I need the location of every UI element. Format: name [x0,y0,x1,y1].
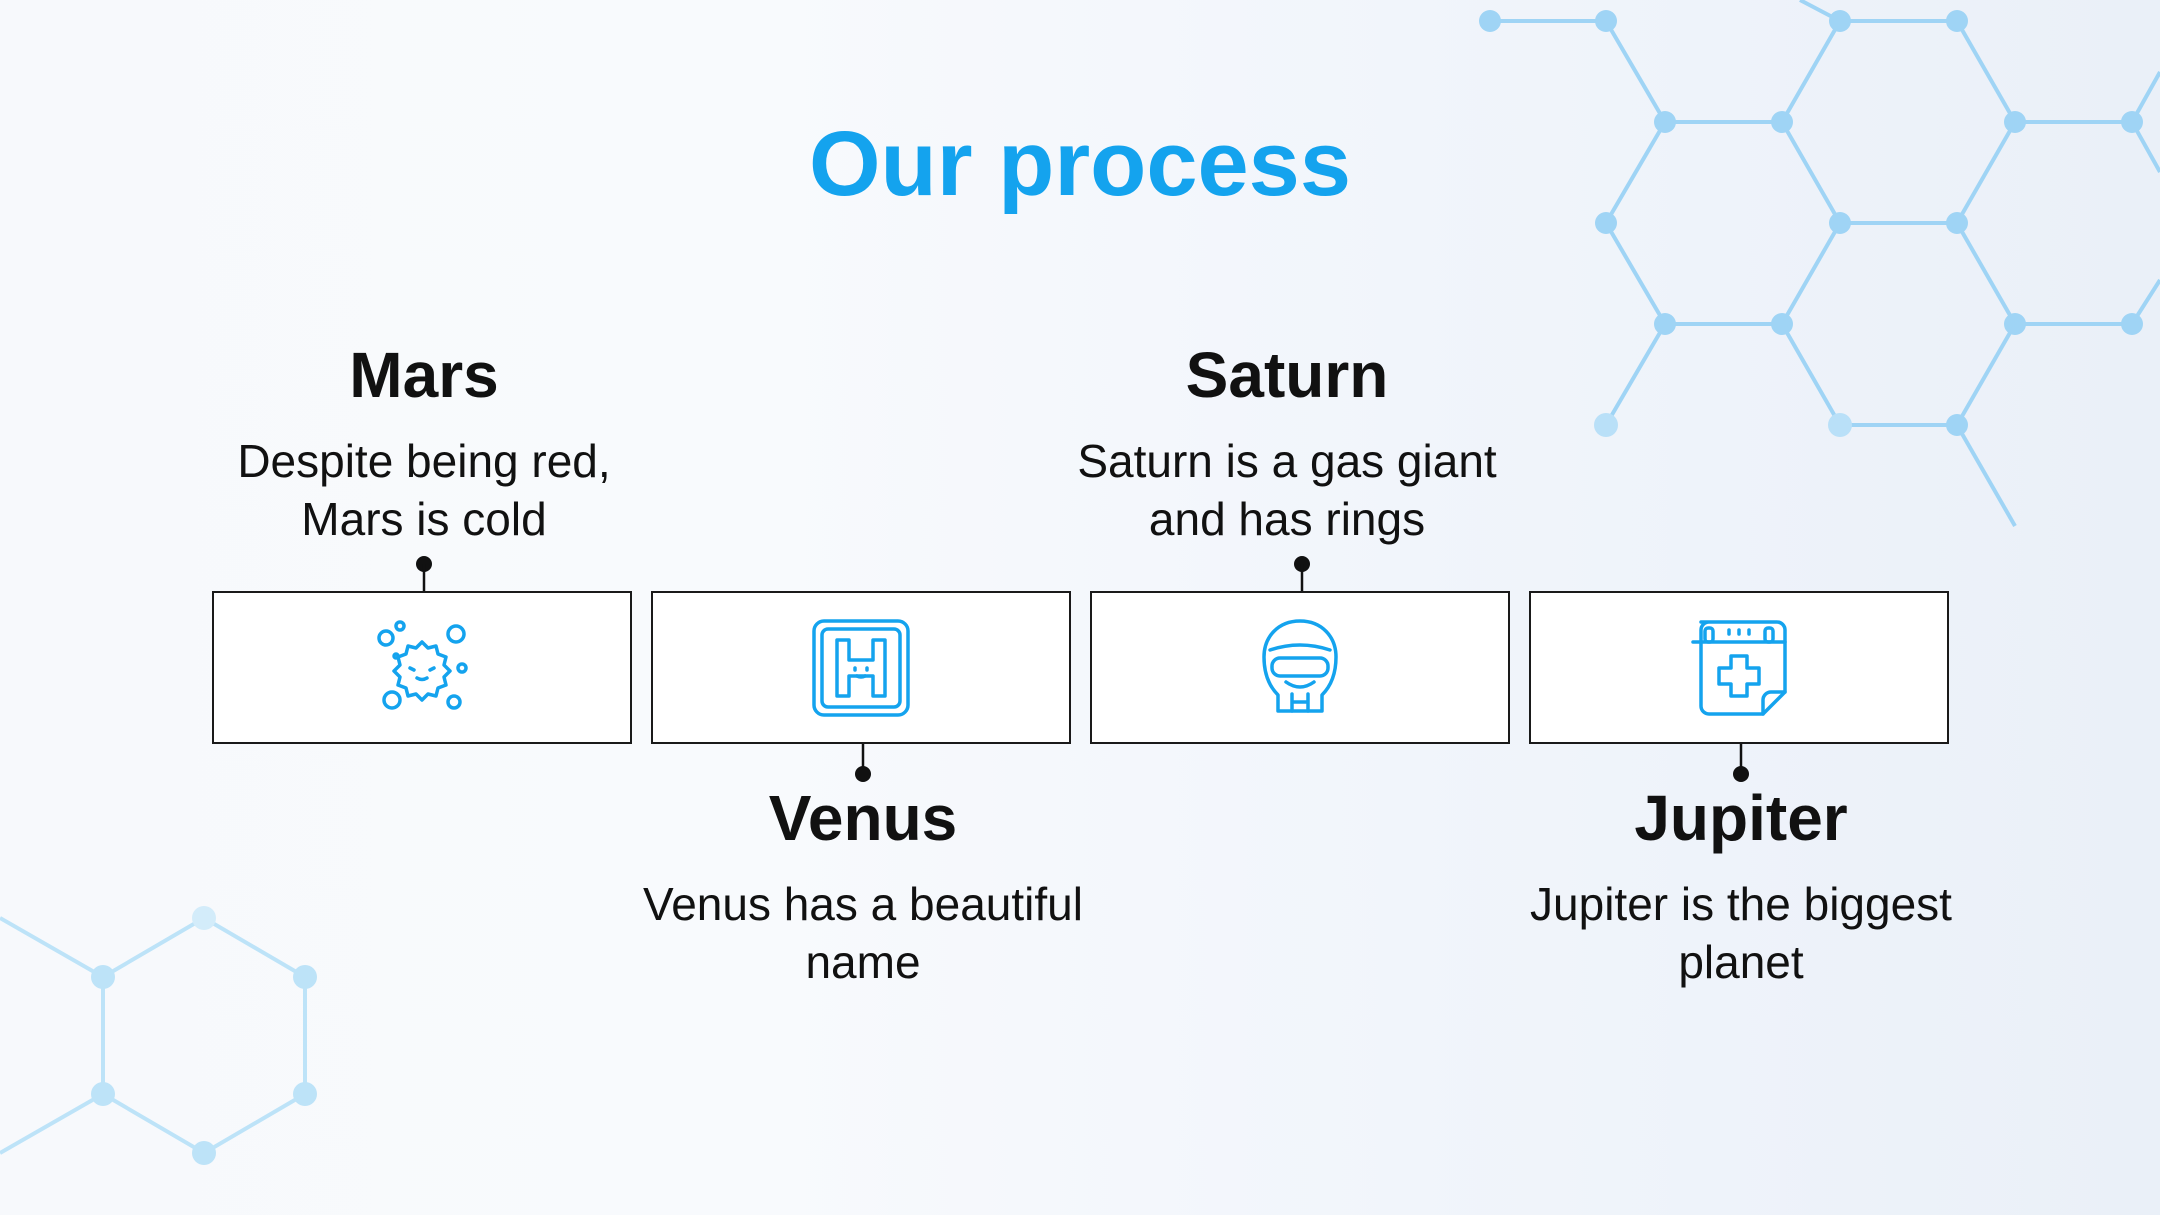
connector-jupiter [1733,744,1749,782]
step-description-saturn: Saturn is a gas giant and has rings [1077,435,1497,545]
face-mask-person-icon [1262,618,1338,713]
step-box-jupiter [1529,591,1949,744]
step-title-venus: Venus [768,782,958,854]
step-title-mars: Mars [349,339,499,411]
hexagon-network-nodes [1479,10,2143,437]
step-box-mars [212,591,632,744]
connector-saturn [1294,556,1310,594]
step-title-saturn: Saturn [1185,339,1389,411]
medical-calendar-icon [1691,619,1787,716]
step-description-venus: Venus has a beautiful name [643,878,1083,988]
step-description-mars: Despite being red, Mars is cold [237,435,611,545]
hexagon-network-bottom-left [0,916,307,1155]
step-box-saturn [1090,591,1510,744]
connector-mars [416,556,432,594]
step-description-jupiter: Jupiter is the biggest planet [1530,878,1952,988]
slide-title: Our process [809,113,1351,215]
step-box-venus [651,591,1071,744]
hospital-sign-icon [812,618,910,717]
connector-venus [855,744,871,782]
virus-icon [377,619,468,710]
step-title-jupiter: Jupiter [1634,782,1848,854]
hexagon-network-top-right [1490,0,2160,527]
